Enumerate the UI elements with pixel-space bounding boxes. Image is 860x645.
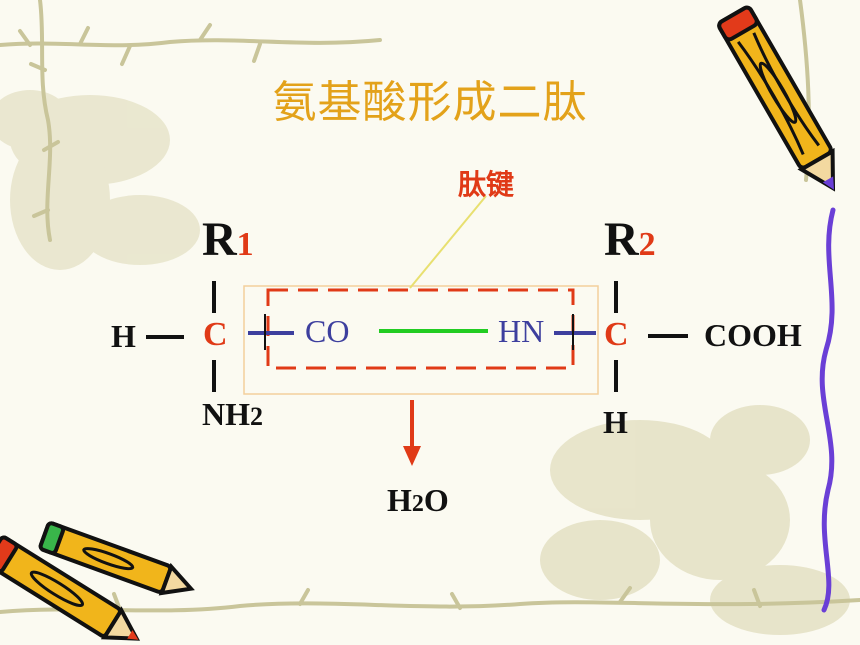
nh2-base: NH [202,396,250,432]
r2-label: R2 [604,212,656,267]
water-arrow-head [403,446,421,466]
nh2-index: 2 [250,402,263,431]
r1-letter: R [202,213,237,266]
crossed-pencils-icon [0,521,195,641]
peptide-bond-label: 肽键 [458,168,515,201]
left-carbon-label: C [203,316,228,353]
water-h: H [387,482,412,518]
purple-vine-icon [819,207,836,613]
r1-index: 1 [236,226,254,263]
pencil-icon [717,5,836,192]
co-group-label: CO [305,313,350,349]
right-h-label: H [603,404,628,440]
faded-flower-right-icon [540,405,850,635]
r2-letter: R [604,213,639,266]
peptide-region-box [243,285,599,395]
r2-index: 2 [638,226,656,263]
water-o: O [423,482,449,518]
left-h-label: H [111,318,136,354]
pointer-line [409,195,487,289]
twig-vine-icon [0,0,860,614]
right-carbon-label: C [604,316,629,353]
slide-title: 氨基酸形成二肽 [272,77,588,128]
water-label: H2O [387,482,449,519]
nh2-label: NH2 [202,396,263,433]
cooh-label: COOH [704,317,802,353]
water-index: 2 [411,491,424,517]
hn-group-label: HN [498,313,545,349]
r1-label: R1 [202,212,254,267]
